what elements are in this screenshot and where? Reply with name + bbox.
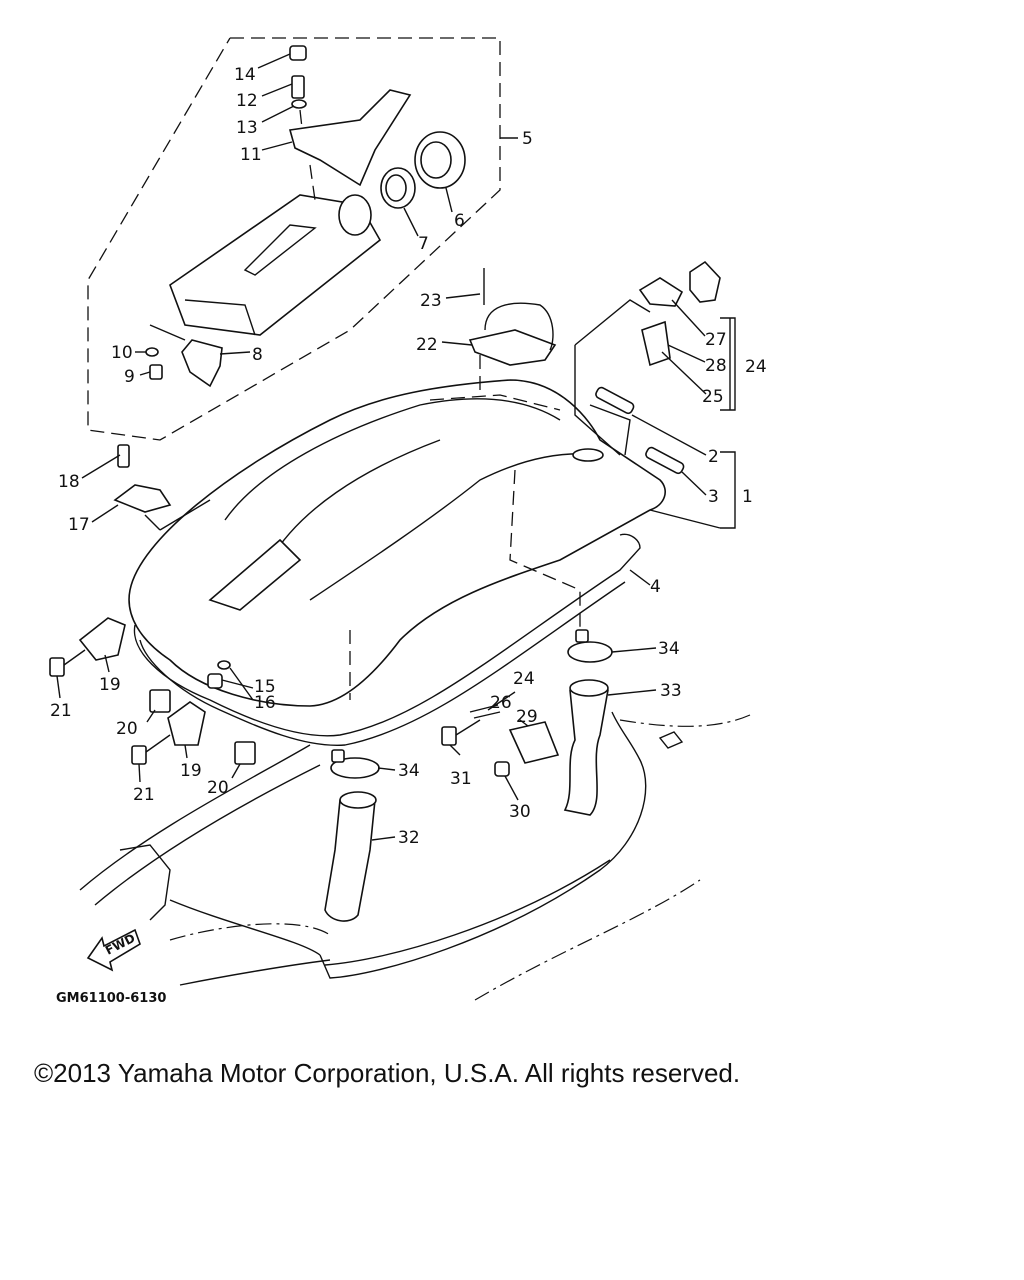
vent-3 [645, 446, 685, 475]
callout-17: 17 [68, 515, 90, 535]
callout-21b: 21 [133, 785, 155, 805]
callout-18: 18 [58, 472, 80, 492]
seal-4 [133, 533, 641, 737]
clamp-34a [567, 629, 613, 663]
bracket-11 [288, 89, 412, 187]
callout-28: 28 [705, 356, 727, 376]
callout-27: 27 [705, 330, 727, 350]
callout-32: 32 [398, 828, 420, 848]
assembly-box-5 [87, 37, 518, 441]
bolt-21a [49, 657, 65, 677]
vent-2 [595, 386, 635, 415]
clamp-34b [330, 749, 380, 779]
bolt-31 [441, 726, 457, 746]
callout-22: 22 [416, 335, 438, 355]
callout-30: 30 [509, 802, 531, 822]
callout-8: 8 [252, 345, 263, 365]
callout-19a: 19 [99, 675, 121, 695]
bolt-21b [131, 745, 147, 765]
callout-16: 16 [254, 693, 276, 713]
callout-24a: 24 [745, 357, 767, 377]
callout-15: 15 [254, 677, 276, 697]
callout-34a: 34 [658, 639, 680, 659]
bolt-12 [291, 75, 305, 99]
nut-30 [494, 761, 510, 777]
callout-11: 11 [240, 145, 262, 165]
copyright-notice: ©2013 Yamaha Motor Corporation, U.S.A. A… [34, 1058, 741, 1088]
callout-2: 2 [708, 447, 719, 467]
callout-19b: 19 [180, 761, 202, 781]
hose-32 [324, 791, 376, 922]
callout-21a: 21 [50, 701, 72, 721]
callout-7: 7 [418, 234, 429, 254]
callout-5: 5 [522, 129, 533, 149]
handle-22 [468, 329, 557, 366]
bolt-9 [149, 364, 163, 380]
callout-6: 6 [454, 211, 465, 231]
callout-25: 25 [702, 387, 724, 407]
washer-16 [217, 660, 231, 670]
callout-9: 9 [124, 367, 135, 387]
callout-12: 12 [236, 91, 258, 111]
diagram-code: GM61100-6130 [56, 991, 166, 1006]
ring-6 [414, 131, 466, 189]
exploded-parts-diagram: FWD [49, 37, 767, 1006]
hose-33 [563, 679, 609, 816]
latch-27 [638, 277, 684, 307]
cap-nut-14 [289, 45, 307, 61]
cover-17 [113, 484, 172, 513]
leader-lines [56, 53, 707, 841]
callout-1: 1 [742, 487, 753, 507]
callout-3: 3 [708, 487, 719, 507]
callout-4: 4 [650, 577, 661, 597]
callout-labels: 14 12 13 11 5 6 7 8 10 9 23 22 27 28 24 … [50, 65, 767, 848]
nut-15 [207, 673, 223, 689]
plate-29 [508, 721, 560, 764]
callout-10: 10 [111, 343, 133, 363]
callout-34b: 34 [398, 761, 420, 781]
washer-13 [291, 99, 307, 109]
callout-26: 26 [490, 693, 512, 713]
callout-13: 13 [236, 118, 258, 138]
bracket-19a [78, 617, 126, 661]
callout-29: 29 [516, 707, 538, 727]
lower-deck [79, 711, 751, 1001]
ring-7 [380, 167, 416, 209]
washer-10 [145, 347, 159, 357]
clip-24 [689, 260, 721, 303]
callout-31: 31 [450, 769, 472, 789]
plate-28 [641, 320, 671, 367]
plate-20b [234, 741, 256, 765]
fwd-arrow-icon: FWD [86, 928, 141, 972]
callout-20a: 20 [116, 719, 138, 739]
callout-23: 23 [420, 291, 442, 311]
callout-33: 33 [660, 681, 682, 701]
bracket-19b [167, 701, 206, 746]
hood-body [128, 379, 666, 707]
plate-20a [149, 689, 171, 713]
bracket-8 [181, 339, 223, 388]
callout-24b: 24 [513, 669, 535, 689]
callout-20b: 20 [207, 778, 229, 798]
callout-14: 14 [234, 65, 256, 85]
duct-cover [169, 194, 382, 336]
